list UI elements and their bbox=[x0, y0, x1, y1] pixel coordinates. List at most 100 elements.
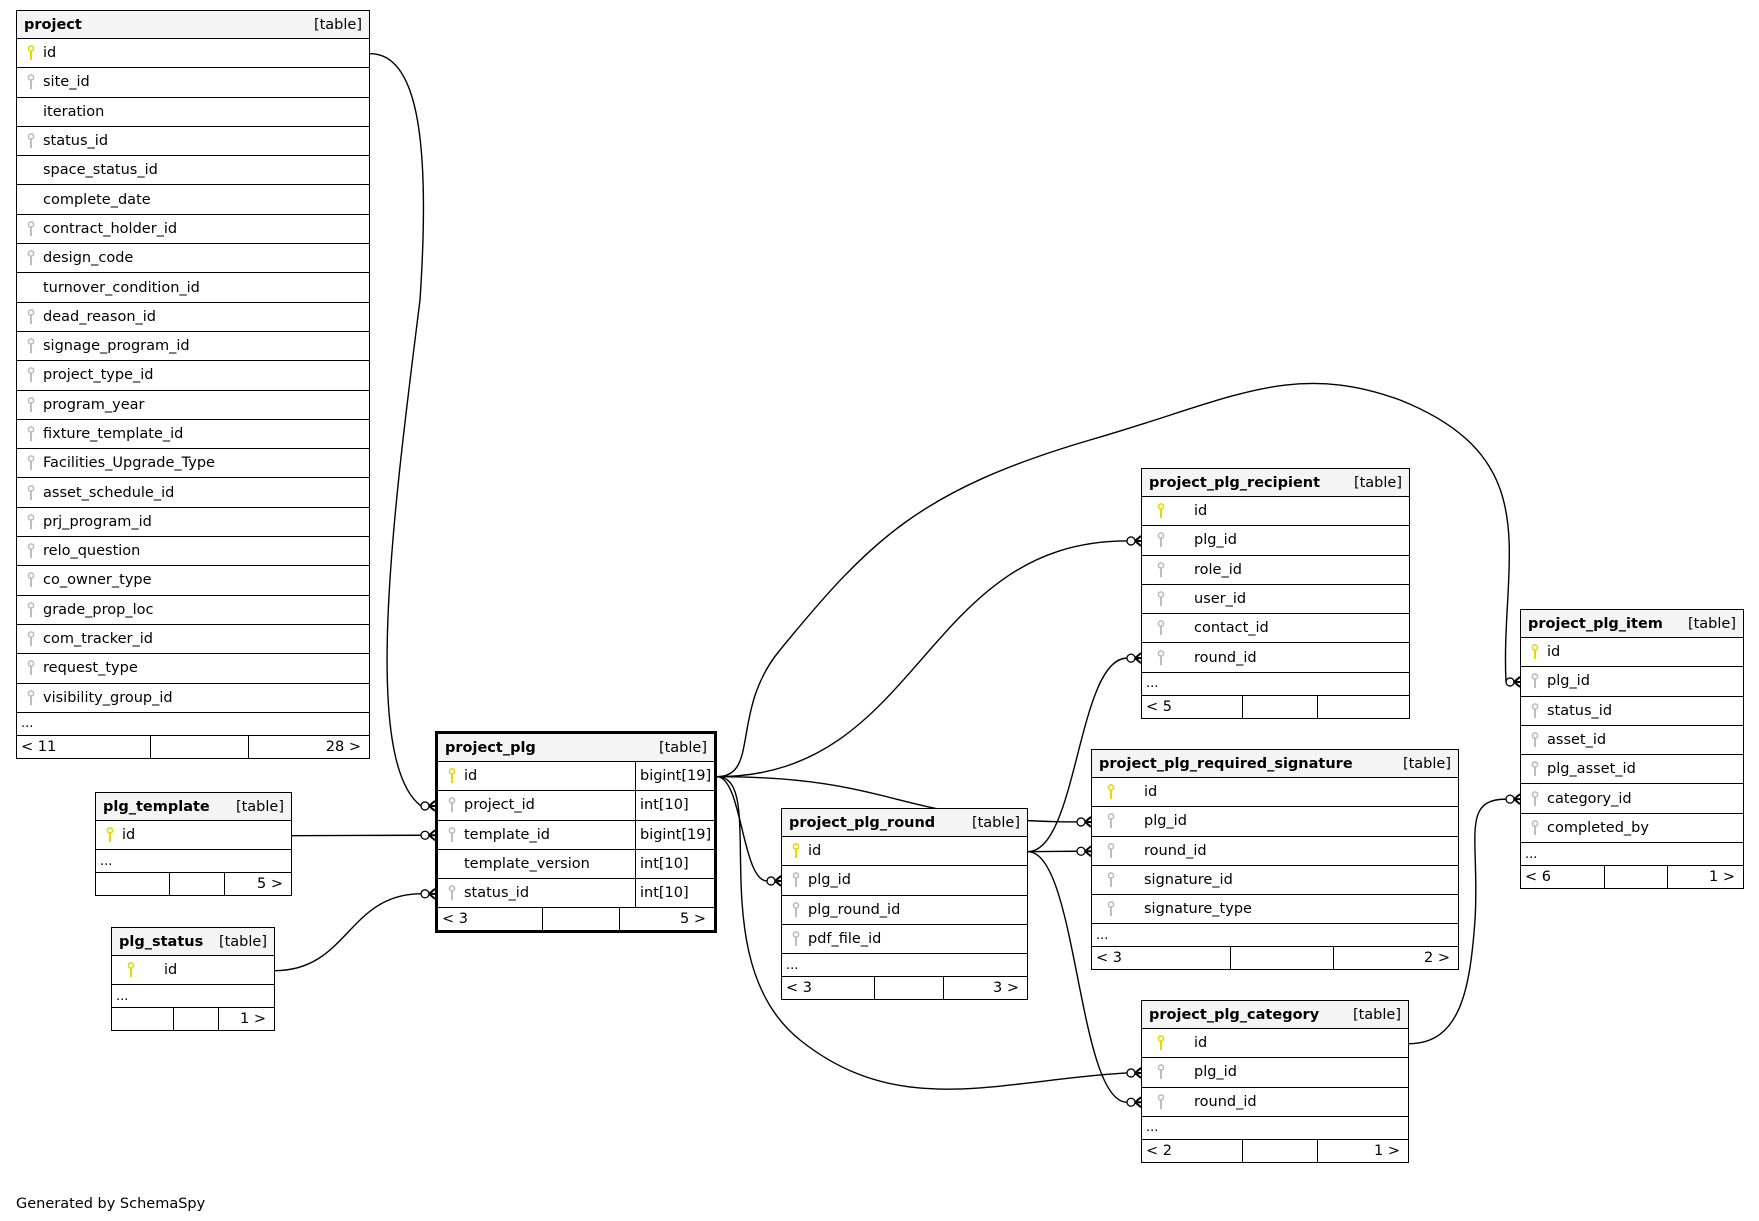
parent-count[interactable]: < 3 bbox=[438, 908, 543, 931]
table-plg-template[interactable]: plg_template [table] id ... 5 > bbox=[95, 792, 292, 897]
column-name-cell: template_version bbox=[438, 850, 635, 878]
column-row[interactable]: status_id bbox=[1521, 697, 1743, 726]
parent-count[interactable] bbox=[96, 873, 171, 896]
column-row[interactable]: plg_id bbox=[1142, 1058, 1408, 1088]
column-row[interactable]: id bbox=[1521, 638, 1743, 668]
column-row[interactable]: completed_by bbox=[1521, 814, 1743, 844]
column-row[interactable]: prj_program_id bbox=[17, 508, 369, 538]
table-header[interactable]: project_plg_item [table] bbox=[1521, 610, 1743, 638]
child-count[interactable] bbox=[1318, 696, 1409, 718]
column-row[interactable]: contract_holder_id bbox=[17, 215, 369, 245]
column-row[interactable]: relo_question bbox=[17, 537, 369, 567]
column-row[interactable]: id bbox=[96, 821, 291, 851]
table-header[interactable]: project_plg_category [table] bbox=[1142, 1001, 1408, 1029]
column-row[interactable]: id bbox=[1142, 497, 1409, 527]
column-row[interactable]: design_code bbox=[17, 244, 369, 274]
table-header[interactable]: project_plg_recipient [table] bbox=[1142, 469, 1409, 497]
column-row[interactable]: site_id bbox=[17, 68, 369, 98]
parent-count[interactable]: < 11 bbox=[17, 735, 151, 758]
optional-circle-marker bbox=[420, 830, 430, 840]
table-name: project_plg bbox=[445, 739, 536, 756]
parent-count[interactable]: < 5 bbox=[1142, 695, 1244, 718]
column-row[interactable]: user_id bbox=[1142, 585, 1409, 615]
column-row[interactable]: id bbox=[782, 837, 1027, 867]
column-row[interactable]: Facilities_Upgrade_Type bbox=[17, 449, 369, 479]
column-row[interactable]: plg_id bbox=[1092, 807, 1458, 837]
column-row[interactable]: fixture_template_id bbox=[17, 420, 369, 450]
column-row[interactable]: plg_id bbox=[1521, 667, 1743, 697]
column-row[interactable]: id bbox=[1142, 1029, 1408, 1059]
child-count[interactable]: 5 > bbox=[680, 911, 706, 928]
column-row[interactable]: pdf_file_id bbox=[782, 925, 1027, 955]
column-row[interactable]: co_owner_type bbox=[17, 566, 369, 596]
column-row[interactable]: iteration bbox=[17, 98, 369, 127]
parent-count[interactable] bbox=[112, 1008, 174, 1031]
column-row[interactable]: plg_round_id bbox=[782, 896, 1027, 925]
optional-circle-marker bbox=[1076, 846, 1086, 856]
column-name-cell: space_status_id bbox=[17, 156, 369, 184]
table-header[interactable]: project_plg_round [table] bbox=[782, 809, 1027, 837]
column-row[interactable]: turnover_condition_id bbox=[17, 273, 369, 303]
table-header[interactable]: project_plg_required_signature [table] bbox=[1092, 750, 1458, 778]
table-header[interactable]: project [table] bbox=[17, 11, 369, 39]
foreign-key-icon bbox=[1098, 901, 1124, 917]
table-project-plg-required-signature[interactable]: project_plg_required_signature [table] i… bbox=[1091, 749, 1459, 971]
parent-count[interactable]: < 6 bbox=[1521, 866, 1606, 889]
column-row[interactable]: signature_type bbox=[1092, 895, 1458, 925]
column-row[interactable]: plg_id bbox=[1142, 526, 1409, 556]
child-count[interactable]: 1 > bbox=[240, 1011, 266, 1028]
column-row[interactable]: grade_prop_loc bbox=[17, 596, 369, 625]
column-row[interactable]: asset_schedule_id bbox=[17, 478, 369, 508]
parent-count[interactable]: < 3 bbox=[782, 977, 876, 1000]
column-row[interactable]: role_id bbox=[1142, 556, 1409, 585]
column-row[interactable]: plg_asset_id bbox=[1521, 755, 1743, 785]
column-row[interactable]: plg_id bbox=[782, 866, 1027, 896]
crows-foot-marker bbox=[774, 875, 782, 887]
column-row[interactable]: contact_id bbox=[1142, 614, 1409, 644]
column-row[interactable]: complete_date bbox=[17, 185, 369, 215]
column-row[interactable]: signature_id bbox=[1092, 866, 1458, 896]
column-row[interactable]: id bbox=[112, 956, 274, 986]
column-row[interactable]: project_type_id bbox=[17, 361, 369, 391]
column-row[interactable]: id bbox=[17, 39, 369, 69]
column-row[interactable]: visibility_group_id bbox=[17, 684, 369, 713]
child-count[interactable]: 28 > bbox=[325, 738, 361, 755]
table-header[interactable]: project_plg [table] bbox=[438, 734, 714, 762]
column-row[interactable]: round_id bbox=[1092, 837, 1458, 866]
table-header[interactable]: plg_template [table] bbox=[96, 793, 291, 821]
child-count[interactable]: 1 > bbox=[1709, 869, 1735, 886]
column-row[interactable]: request_type bbox=[17, 654, 369, 684]
table-header[interactable]: plg_status [table] bbox=[112, 928, 274, 956]
parent-count[interactable]: < 3 bbox=[1092, 947, 1232, 970]
column-row[interactable]: round_id bbox=[1142, 643, 1409, 673]
column-row[interactable]: space_status_id bbox=[17, 156, 369, 186]
child-count[interactable]: 5 > bbox=[257, 876, 283, 893]
column-row[interactable]: status_id bbox=[17, 127, 369, 157]
column-row[interactable]: com_tracker_id bbox=[17, 625, 369, 655]
column-row[interactable]: category_id bbox=[1521, 784, 1743, 814]
column-name-cell: round_id bbox=[1092, 837, 1458, 865]
column-row[interactable]: program_year bbox=[17, 391, 369, 420]
child-count[interactable]: 2 > bbox=[1424, 950, 1450, 967]
column-row[interactable]: signage_program_id bbox=[17, 332, 369, 362]
column-row[interactable]: dead_reason_id bbox=[17, 303, 369, 332]
column-row[interactable]: asset_id bbox=[1521, 726, 1743, 756]
column-name-cell: round_id bbox=[1142, 1088, 1408, 1116]
child-count[interactable]: 1 > bbox=[1374, 1142, 1400, 1159]
column-row[interactable]: round_id bbox=[1142, 1088, 1408, 1117]
child-count[interactable]: 3 > bbox=[993, 980, 1019, 997]
parent-count[interactable]: < 2 bbox=[1142, 1139, 1244, 1162]
table-plg-status[interactable]: plg_status [table] id ... 1 > bbox=[111, 927, 275, 1032]
column-row[interactable]: id bbox=[1092, 778, 1458, 808]
